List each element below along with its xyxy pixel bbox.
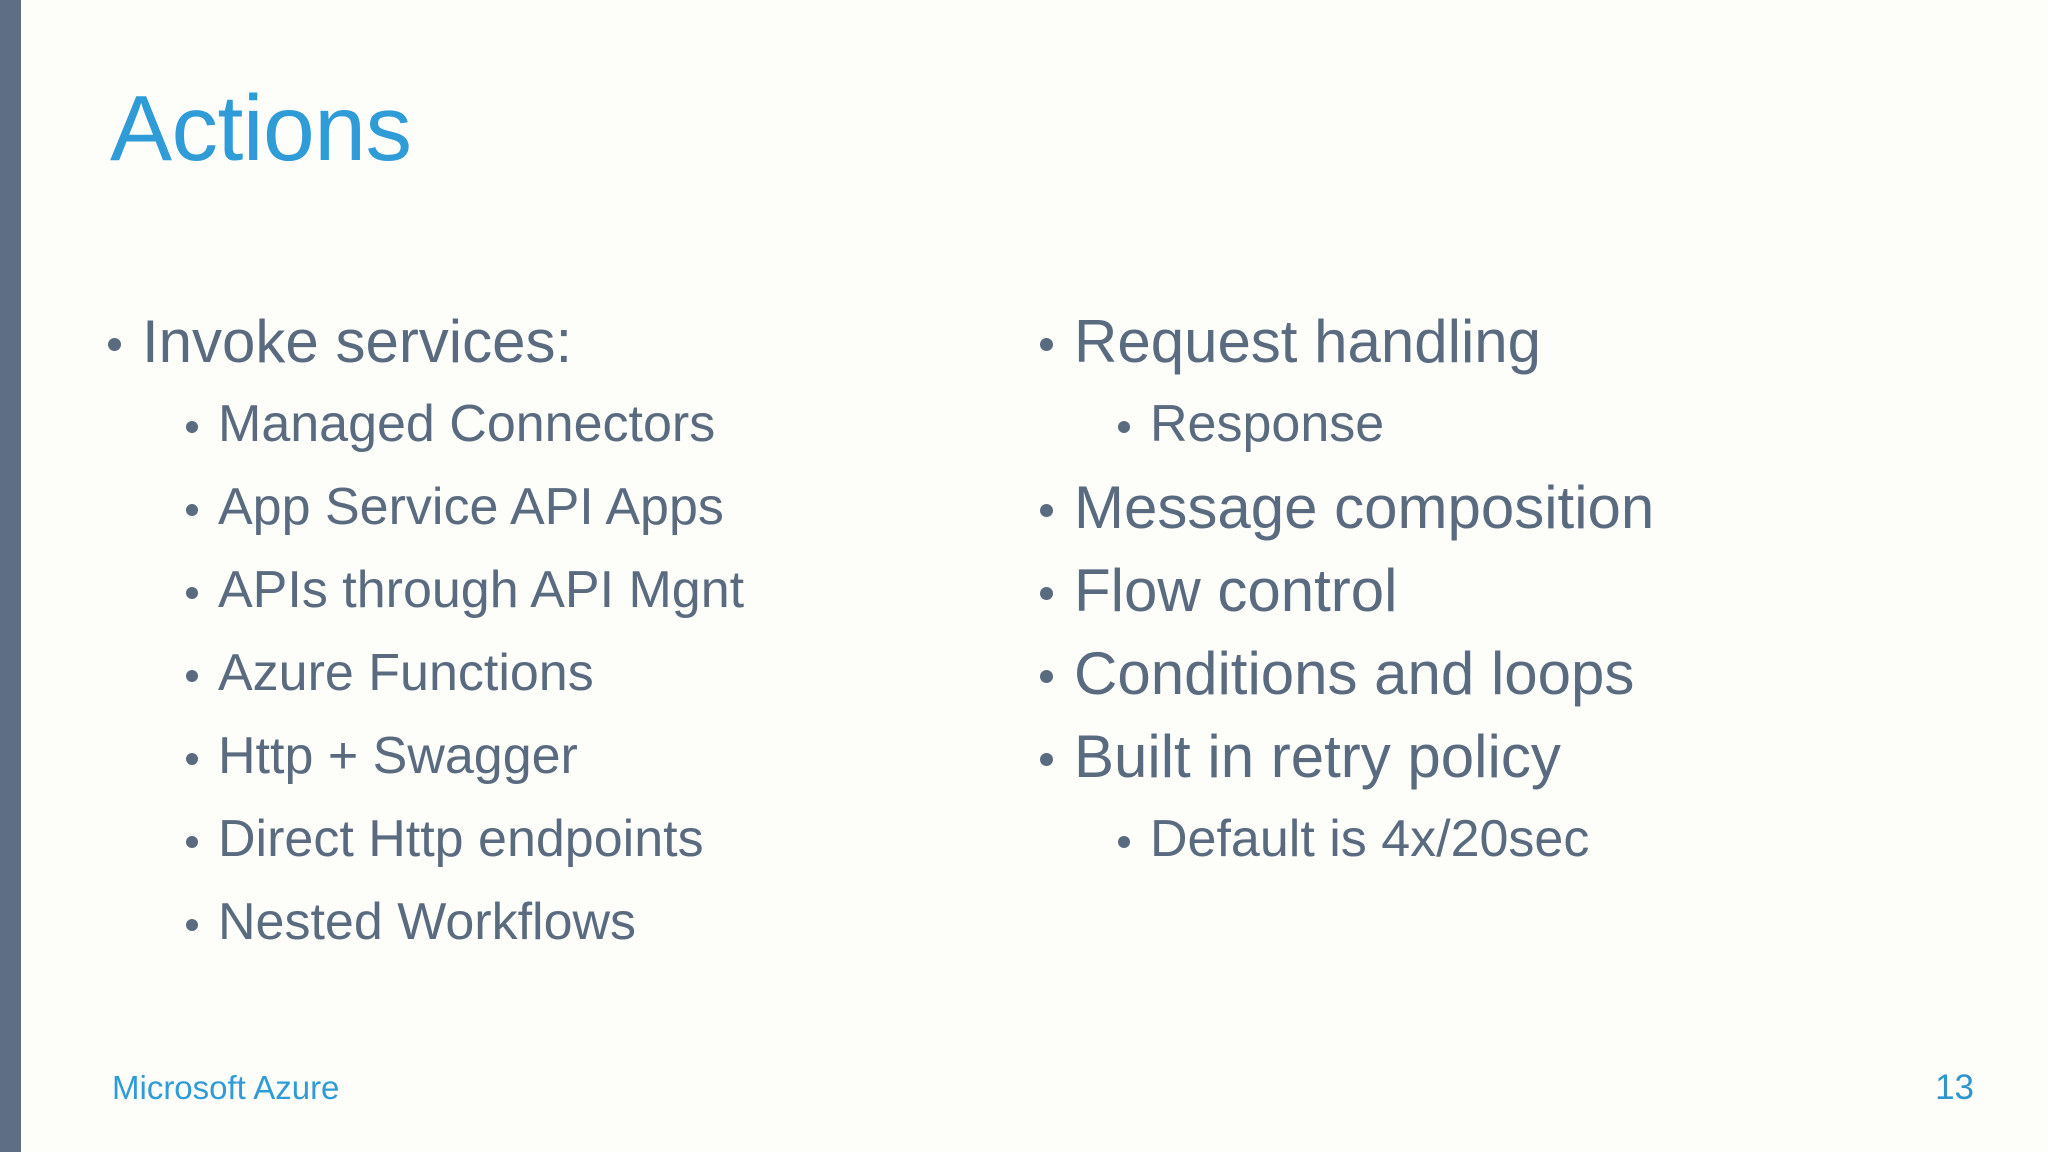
bullet-item-level1: Flow control: [1040, 549, 1830, 632]
bullet-text: Http + Swagger: [218, 727, 578, 785]
bullet-item-level2: Managed Connectors: [186, 383, 808, 466]
bullet-dot-icon: [1040, 338, 1053, 351]
bullet-item-level1: Conditions and loops: [1040, 632, 1830, 715]
bullet-text: Direct Http endpoints: [218, 810, 704, 868]
bullet-text: Message composition: [1074, 474, 1655, 541]
bullet-text: App Service API Apps: [218, 478, 724, 536]
footer-brand: Microsoft Azure: [112, 1069, 340, 1106]
bullet-dot-icon: [1040, 504, 1053, 517]
bullet-dot-icon: [186, 836, 198, 848]
bullet-text: Default is 4x/20sec: [1150, 810, 1590, 868]
bullet-text: Invoke services:: [142, 308, 573, 375]
bullet-dot-icon: [108, 338, 121, 351]
page-title: Actions: [110, 76, 412, 180]
bullet-dot-icon: [1040, 670, 1053, 683]
bullet-text: Request handling: [1074, 308, 1542, 375]
bullet-item-level2: Azure Functions: [186, 632, 808, 715]
bullet-dot-icon: [186, 504, 198, 516]
bullet-item-level2: Http + Swagger: [186, 715, 808, 798]
bullet-text: Built in retry policy: [1074, 723, 1561, 790]
bullet-item-level2: Nested Workflows: [186, 881, 808, 964]
bullet-item-level2: Response: [1118, 383, 1830, 466]
bullet-text: APIs through API Mgnt: [218, 561, 745, 619]
bullet-text: Nested Workflows: [218, 893, 637, 951]
bullet-dot-icon: [1040, 753, 1053, 766]
bullet-dot-icon: [186, 919, 198, 931]
bullet-dot-icon: [1118, 421, 1130, 433]
bullet-text: Azure Functions: [218, 644, 594, 702]
bullet-item-level2: Default is 4x/20sec: [1118, 798, 1830, 881]
bullet-item-level1: Message composition: [1040, 466, 1830, 549]
bullet-dot-icon: [186, 587, 198, 599]
bullet-dot-icon: [1040, 587, 1053, 600]
bullet-item-level2: Direct Http endpoints: [186, 798, 808, 881]
bullet-text: Conditions and loops: [1074, 640, 1635, 707]
bullet-dot-icon: [186, 753, 198, 765]
bullet-dot-icon: [1118, 836, 1130, 848]
bullet-item-level2: APIs through API Mgnt: [186, 549, 808, 632]
bullet-item-level1: Invoke services:: [108, 300, 808, 383]
bullet-text: Managed Connectors: [218, 395, 716, 453]
bullet-dot-icon: [186, 421, 198, 433]
bullet-text: Response: [1150, 395, 1385, 453]
left-accent-bar: [0, 0, 21, 1152]
bullet-sublist: Response: [1040, 383, 1830, 466]
bullet-item-level2: App Service API Apps: [186, 466, 808, 549]
bullet-dot-icon: [186, 670, 198, 682]
bullet-item-level1: Request handling: [1040, 300, 1830, 383]
bullet-item-level1: Built in retry policy: [1040, 715, 1830, 798]
bullet-sublist: Default is 4x/20sec: [1040, 798, 1830, 881]
bullet-text: Flow control: [1074, 557, 1398, 624]
page-number: 13: [1935, 1068, 1974, 1107]
